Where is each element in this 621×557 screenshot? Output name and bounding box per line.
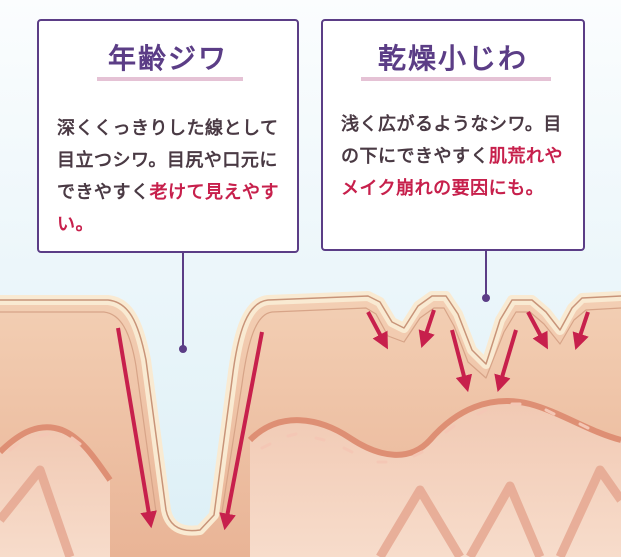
description-text: 深くくっきりした線として目立つシワ。目尻や口元にできやすく — [57, 118, 279, 203]
arrow-shallow-3 — [450, 329, 473, 393]
card-description-aging: 深くくっきりした線として目立つシワ。目尻や口元にできやすく老けて見えやすい。 — [57, 113, 283, 241]
arrows — [116, 309, 590, 531]
arrow-shallow-2 — [418, 309, 436, 348]
card-description-dryness: 浅く広がるようなシワ。目の下にできやすく肌荒れやメイク崩れの要因にも。 — [341, 109, 569, 205]
cell-dots — [8, 402, 590, 464]
arrow-deep-left — [116, 327, 157, 529]
arrow-shallow-5 — [526, 311, 548, 350]
wrinkle-card-dryness: 乾燥小じわ 浅く広がるようなシワ。目の下にできやすく肌荒れやメイク崩れの要因にも… — [321, 19, 585, 251]
epidermis-edge — [0, 295, 621, 532]
title-underline — [97, 77, 243, 81]
fiber-strands — [0, 465, 621, 557]
card-title-aging: 年齢ジワ — [107, 42, 228, 75]
description-highlight: 老けて見えやすい。 — [57, 182, 279, 235]
dermis-layer — [0, 427, 110, 557]
description-text: 浅く広がるようなシワ。目の下にできやすく — [341, 114, 562, 167]
arrow-deep-right — [219, 331, 264, 531]
connector-dot-right — [482, 294, 490, 302]
epidermis-inner-edge — [0, 307, 621, 513]
arrow-shallow-6 — [572, 311, 590, 350]
card-title-dryness: 乾燥小じわ — [377, 42, 528, 75]
arrow-shallow-4 — [494, 329, 518, 393]
wrinkle-card-aging: 年齢ジワ 深くくっきりした線として目立つシワ。目尻や口元にできやすく老けて見えや… — [37, 19, 299, 253]
connector-dot-left — [179, 345, 187, 353]
arrow-shallow-1 — [366, 311, 388, 350]
title-underline — [361, 77, 551, 81]
dermis-boundary — [0, 424, 113, 482]
description-highlight: 肌荒れやメイク崩れの要因にも。 — [341, 146, 563, 199]
